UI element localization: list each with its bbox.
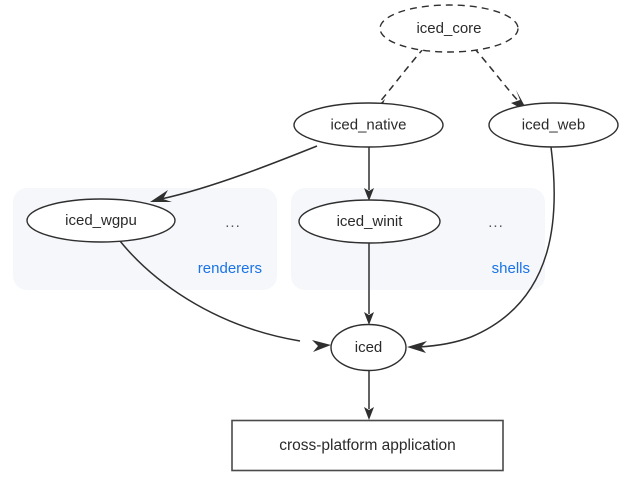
node-iced-winit[interactable]: iced_winit: [298, 199, 441, 244]
node-application-label: cross-platform application: [279, 437, 456, 454]
arrow-head-icon: [312, 340, 331, 352]
edge-iced-native-to-iced-winit: [364, 147, 374, 201]
arrow-head-icon: [364, 312, 374, 325]
arrow-head-icon: [150, 190, 172, 202]
node-iced-wgpu-label: iced_wgpu: [65, 212, 137, 229]
arrow-head-icon: [407, 341, 427, 353]
node-iced-web[interactable]: iced_web: [488, 102, 619, 148]
arrow-head-icon: [364, 407, 374, 420]
node-iced-winit-label: iced_winit: [337, 213, 404, 230]
node-iced[interactable]: iced: [330, 323, 407, 372]
node-iced-native[interactable]: iced_native: [293, 102, 444, 148]
edge-iced-wgpu-to-iced: [119, 240, 331, 352]
cluster-renderers-more-icon: ...: [225, 214, 241, 231]
cluster-shells-label: shells: [492, 260, 530, 277]
node-iced-core-label: iced_core: [416, 20, 481, 37]
edge-iced-winit-to-iced: [364, 243, 374, 325]
cluster-renderers-label: renderers: [198, 260, 262, 277]
edge-iced-to-application: [364, 371, 374, 420]
edge-iced-core-to-iced-web: [473, 47, 528, 112]
edge-iced-core-to-iced-native: [371, 47, 425, 112]
arrow-head-icon: [364, 188, 374, 201]
node-iced-wgpu[interactable]: iced_wgpu: [26, 198, 176, 243]
edge-iced-web-to-iced: [407, 146, 555, 353]
node-application[interactable]: cross-platform application: [231, 419, 504, 472]
node-iced-label: iced: [355, 339, 383, 356]
node-iced-web-label: iced_web: [522, 116, 585, 133]
node-iced-native-label: iced_native: [331, 116, 407, 133]
node-iced-core[interactable]: iced_core: [379, 4, 519, 53]
cluster-shells-more-icon: ...: [488, 214, 504, 231]
edge-iced-native-to-iced-wgpu: [150, 145, 318, 202]
